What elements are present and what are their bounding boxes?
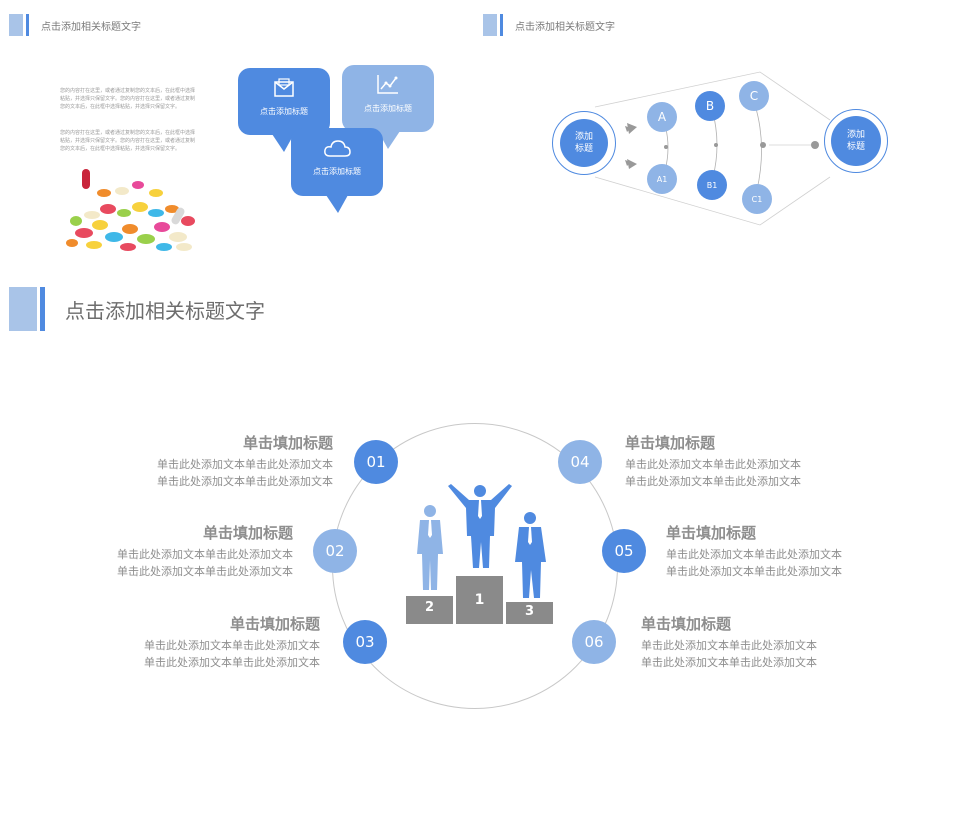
flow-node-c[interactable]: C xyxy=(739,81,769,111)
header-accent-line xyxy=(500,14,503,36)
item-03-desc-line2: 单击此处添加文本单击此处添加文本 xyxy=(144,656,320,669)
item-05-desc[interactable]: 单击此处添加文本单击此处添加文本 单击此处添加文本单击此处添加文本 xyxy=(666,546,842,580)
top-right-title[interactable]: 点击添加相关标题文字 xyxy=(515,21,615,33)
item-04-circle[interactable]: 04 xyxy=(558,440,602,484)
flow-node-c1[interactable]: C1 xyxy=(742,184,772,214)
item-06-desc-line2: 单击此处添加文本单击此处添加文本 xyxy=(641,656,817,669)
bubble-1[interactable]: 点击添加标题 xyxy=(238,68,330,135)
top-left-title[interactable]: 点击添加相关标题文字 xyxy=(41,21,141,33)
main-header: 点击添加相关标题文字 xyxy=(9,287,265,331)
bubble-2-label: 点击添加标题 xyxy=(364,104,412,113)
flow-end-line1: 添加 xyxy=(846,130,865,140)
item-05-desc-line1: 单击此处添加文本单击此处添加文本 xyxy=(666,548,842,561)
item-02-circle[interactable]: 02 xyxy=(313,529,357,573)
flow-node-a1[interactable]: A1 xyxy=(647,164,677,194)
podium-place-3: 3 xyxy=(524,604,535,619)
item-03-title[interactable]: 单击填加标题 xyxy=(229,615,320,633)
item-03-circle[interactable]: 03 xyxy=(343,620,387,664)
item-06-desc-line1: 单击此处添加文本单击此处添加文本 xyxy=(641,639,817,652)
item-06-desc[interactable]: 单击此处添加文本单击此处添加文本 单击此处添加文本单击此处添加文本 xyxy=(641,637,817,671)
flow-node-b1[interactable]: B1 xyxy=(697,170,727,200)
flow-start-ring xyxy=(552,111,616,175)
header-accent-bar xyxy=(9,14,23,36)
item-05-circle[interactable]: 05 xyxy=(602,529,646,573)
bubble-1-tail xyxy=(272,134,294,152)
item-04-title[interactable]: 单击填加标题 xyxy=(625,434,716,452)
item-05-title[interactable]: 单击填加标题 xyxy=(666,524,757,542)
item-04-desc-line2: 单击此处添加文本单击此处添加文本 xyxy=(625,475,801,488)
item-04-desc[interactable]: 单击此处添加文本单击此处添加文本 单击此处添加文本单击此处添加文本 xyxy=(625,456,801,490)
flow-node-b[interactable]: B xyxy=(695,91,725,121)
header-accent-bar xyxy=(483,14,497,36)
header-accent-line xyxy=(40,287,45,331)
chart-icon xyxy=(377,75,398,94)
item-02-desc-line2: 单击此处添加文本单击此处添加文本 xyxy=(117,565,293,578)
item-01-desc-line2: 单击此处添加文本单击此处添加文本 xyxy=(157,475,333,488)
podium-place-1: 1 xyxy=(474,592,485,608)
item-04-desc-line1: 单击此处添加文本单击此处添加文本 xyxy=(625,458,801,471)
item-03-desc[interactable]: 单击此处添加文本单击此处添加文本 单击此处添加文本单击此处添加文本 xyxy=(144,637,320,671)
item-03-desc-line1: 单击此处添加文本单击此处添加文本 xyxy=(144,639,320,652)
item-02-title[interactable]: 单击填加标题 xyxy=(202,524,293,542)
intro-paragraph-2[interactable]: 您的内容打在这里，或者通过复制您的文本后，在此框中选择粘贴，并选择只保留文字。您… xyxy=(60,130,196,152)
bubble-1-label: 点击添加标题 xyxy=(260,107,308,116)
podium-icon xyxy=(406,484,553,624)
bubble-3[interactable]: 点击添加标题 xyxy=(291,128,383,196)
bubble-3-tail xyxy=(326,195,348,213)
top-left-header: 点击添加相关标题文字 xyxy=(9,14,141,36)
bubble-2[interactable]: 点击添加标题 xyxy=(342,65,434,132)
flow-start-line1: 添加 xyxy=(574,132,593,142)
pills-image xyxy=(66,169,195,251)
item-01-circle[interactable]: 01 xyxy=(354,440,398,484)
flow-end-node[interactable]: 添加 标题 xyxy=(831,116,881,166)
podium-place-2: 2 xyxy=(424,600,435,615)
flow-start-node[interactable]: 添加 标题 xyxy=(560,119,608,167)
item-02-desc-line1: 单击此处添加文本单击此处添加文本 xyxy=(117,548,293,561)
bubble-2-tail xyxy=(378,131,400,149)
main-title[interactable]: 点击添加相关标题文字 xyxy=(65,298,265,323)
top-right-header: 点击添加相关标题文字 xyxy=(483,14,615,36)
flow-start-line2: 标题 xyxy=(574,144,593,154)
bubble-3-label: 点击添加标题 xyxy=(313,167,361,176)
intro-paragraph-1[interactable]: 您的内容打在这里，或者通过复制您的文本后，在此框中选择粘贴，并选择只保留文字。您… xyxy=(60,88,196,110)
item-01-desc-line1: 单击此处添加文本单击此处添加文本 xyxy=(157,458,333,471)
item-06-title[interactable]: 单击填加标题 xyxy=(641,615,732,633)
flow-end-line2: 标题 xyxy=(846,142,865,152)
item-05-desc-line2: 单击此处添加文本单击此处添加文本 xyxy=(666,565,842,578)
mail-icon xyxy=(274,78,294,97)
item-01-desc[interactable]: 单击此处添加文本单击此处添加文本 单击此处添加文本单击此处添加文本 xyxy=(157,456,333,490)
item-01-title[interactable]: 单击填加标题 xyxy=(242,434,333,452)
flow-end-ring xyxy=(824,109,888,173)
header-accent-line xyxy=(26,14,29,36)
item-06-circle[interactable]: 06 xyxy=(572,620,616,664)
flow-node-a[interactable]: A xyxy=(647,102,677,132)
header-accent-bar xyxy=(9,287,37,331)
item-02-desc[interactable]: 单击此处添加文本单击此处添加文本 单击此处添加文本单击此处添加文本 xyxy=(117,546,293,580)
cloud-icon xyxy=(324,140,351,157)
